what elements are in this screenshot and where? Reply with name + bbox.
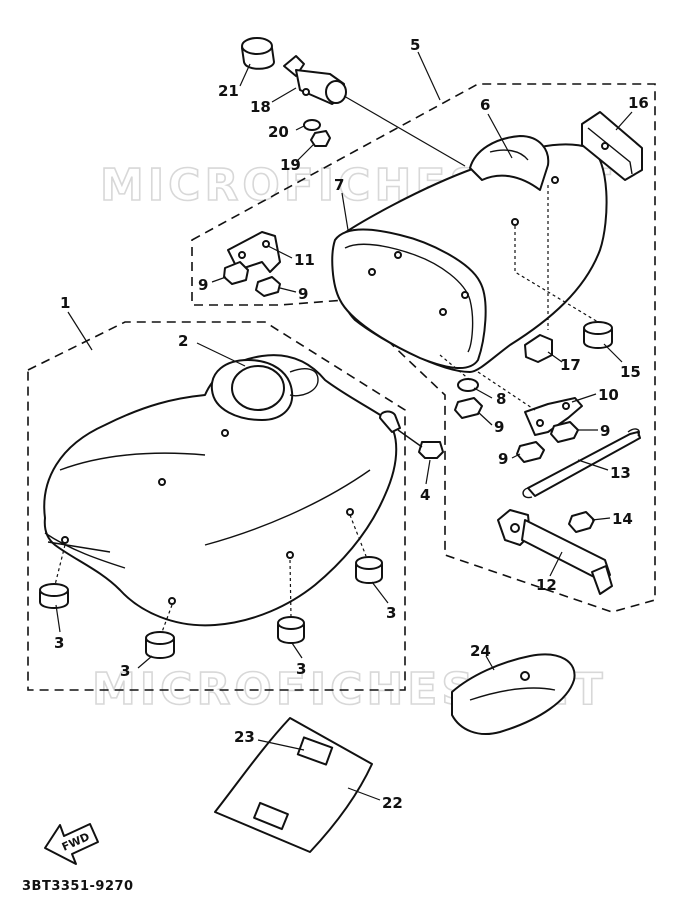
callout-15: 15 bbox=[620, 363, 641, 381]
callout-9b: 9 bbox=[298, 285, 308, 303]
leader-4 bbox=[425, 459, 431, 485]
leader-3d bbox=[371, 581, 389, 604]
damper-3c bbox=[277, 616, 305, 644]
callout-4: 4 bbox=[420, 486, 430, 504]
callout-22: 22 bbox=[382, 794, 403, 812]
align-line bbox=[349, 514, 367, 557]
washer-14 bbox=[568, 511, 595, 533]
leader-5 bbox=[417, 51, 441, 101]
callout-5: 5 bbox=[410, 36, 420, 54]
callout-9c: 9 bbox=[494, 418, 504, 436]
lock-12 bbox=[497, 509, 613, 595]
leader-3c bbox=[291, 642, 303, 659]
fwd-arrow-icon: FWD bbox=[44, 823, 99, 865]
nut-9e bbox=[516, 441, 545, 463]
leader-1 bbox=[67, 311, 93, 351]
callout-12: 12 bbox=[536, 576, 557, 594]
cap-21 bbox=[241, 37, 275, 70]
rear-seat bbox=[331, 135, 608, 373]
callout-13: 13 bbox=[610, 464, 631, 482]
group-outline-front-seat bbox=[27, 321, 406, 691]
diagram-code: 3BT3351-9270 bbox=[22, 879, 134, 894]
callout-23: 23 bbox=[234, 728, 255, 746]
align-line bbox=[54, 544, 66, 586]
leader-10 bbox=[571, 393, 597, 403]
leader-13 bbox=[577, 459, 609, 471]
leader-2 bbox=[196, 342, 246, 367]
pad-24 bbox=[451, 653, 576, 735]
damper-3b bbox=[145, 631, 175, 659]
reflector-16 bbox=[581, 111, 643, 181]
group-outline-rear-seat bbox=[191, 83, 656, 613]
callout-1: 1 bbox=[60, 294, 70, 312]
callout-9a: 9 bbox=[198, 276, 208, 294]
leader-24 bbox=[485, 655, 495, 671]
callout-18: 18 bbox=[250, 98, 271, 116]
leader-14 bbox=[591, 517, 611, 521]
leader-3b bbox=[137, 655, 153, 669]
callout-3c: 3 bbox=[296, 660, 306, 678]
callout-6: 6 bbox=[480, 96, 490, 114]
leader-23 bbox=[257, 739, 305, 751]
leader-15 bbox=[603, 343, 623, 363]
bolt-4 bbox=[397, 429, 444, 459]
leader-19 bbox=[295, 143, 315, 163]
nut-9d bbox=[550, 421, 579, 443]
callout-9e: 9 bbox=[498, 450, 508, 468]
callout-19: 19 bbox=[280, 156, 301, 174]
lock-assy-18 bbox=[283, 55, 347, 105]
washer-20 bbox=[303, 119, 321, 131]
callout-2: 2 bbox=[178, 332, 188, 350]
nut-9b bbox=[255, 276, 281, 297]
leader-16 bbox=[615, 111, 633, 131]
callout-7: 7 bbox=[334, 176, 344, 194]
align-line bbox=[514, 226, 599, 323]
rod-13 bbox=[522, 428, 641, 499]
nut-9a bbox=[223, 261, 249, 285]
leader-20 bbox=[295, 125, 305, 131]
bracket-10 bbox=[524, 397, 583, 436]
damper-15 bbox=[583, 321, 613, 349]
callout-11: 11 bbox=[294, 251, 315, 269]
cable-line bbox=[343, 95, 466, 167]
leader-21 bbox=[239, 63, 251, 87]
callout-20: 20 bbox=[268, 123, 289, 141]
callout-24: 24 bbox=[470, 642, 491, 660]
damper-3a bbox=[39, 583, 69, 609]
callout-16: 16 bbox=[628, 94, 649, 112]
leader-9a bbox=[211, 276, 227, 283]
leader-11 bbox=[267, 245, 293, 259]
callout-10: 10 bbox=[598, 386, 619, 404]
leader-3a bbox=[55, 604, 61, 633]
callout-3d: 3 bbox=[386, 604, 396, 622]
nut-9c bbox=[454, 397, 483, 419]
leader-7 bbox=[341, 192, 349, 231]
leader-9c bbox=[477, 411, 493, 426]
leader-17 bbox=[547, 351, 563, 363]
callout-17: 17 bbox=[560, 356, 581, 374]
damper-3d bbox=[355, 556, 383, 584]
callout-9d: 9 bbox=[600, 422, 610, 440]
front-seat bbox=[43, 354, 401, 627]
bolt-19 bbox=[310, 130, 331, 147]
leader-9b bbox=[279, 287, 297, 293]
align-line bbox=[439, 354, 471, 381]
leader-6 bbox=[487, 113, 513, 159]
callout-14: 14 bbox=[612, 510, 633, 528]
leader-18 bbox=[271, 87, 297, 103]
nut-17 bbox=[524, 334, 553, 363]
leader-9e bbox=[511, 453, 521, 459]
leader-8 bbox=[473, 387, 493, 399]
callout-3a: 3 bbox=[54, 634, 64, 652]
leader-22 bbox=[347, 787, 381, 801]
leader-12 bbox=[549, 551, 563, 577]
seat-cover-22 bbox=[214, 717, 373, 853]
align-line bbox=[477, 371, 536, 411]
callout-21: 21 bbox=[218, 82, 239, 100]
align-line bbox=[161, 604, 173, 633]
callout-8: 8 bbox=[496, 390, 506, 408]
callout-3b: 3 bbox=[120, 662, 130, 680]
